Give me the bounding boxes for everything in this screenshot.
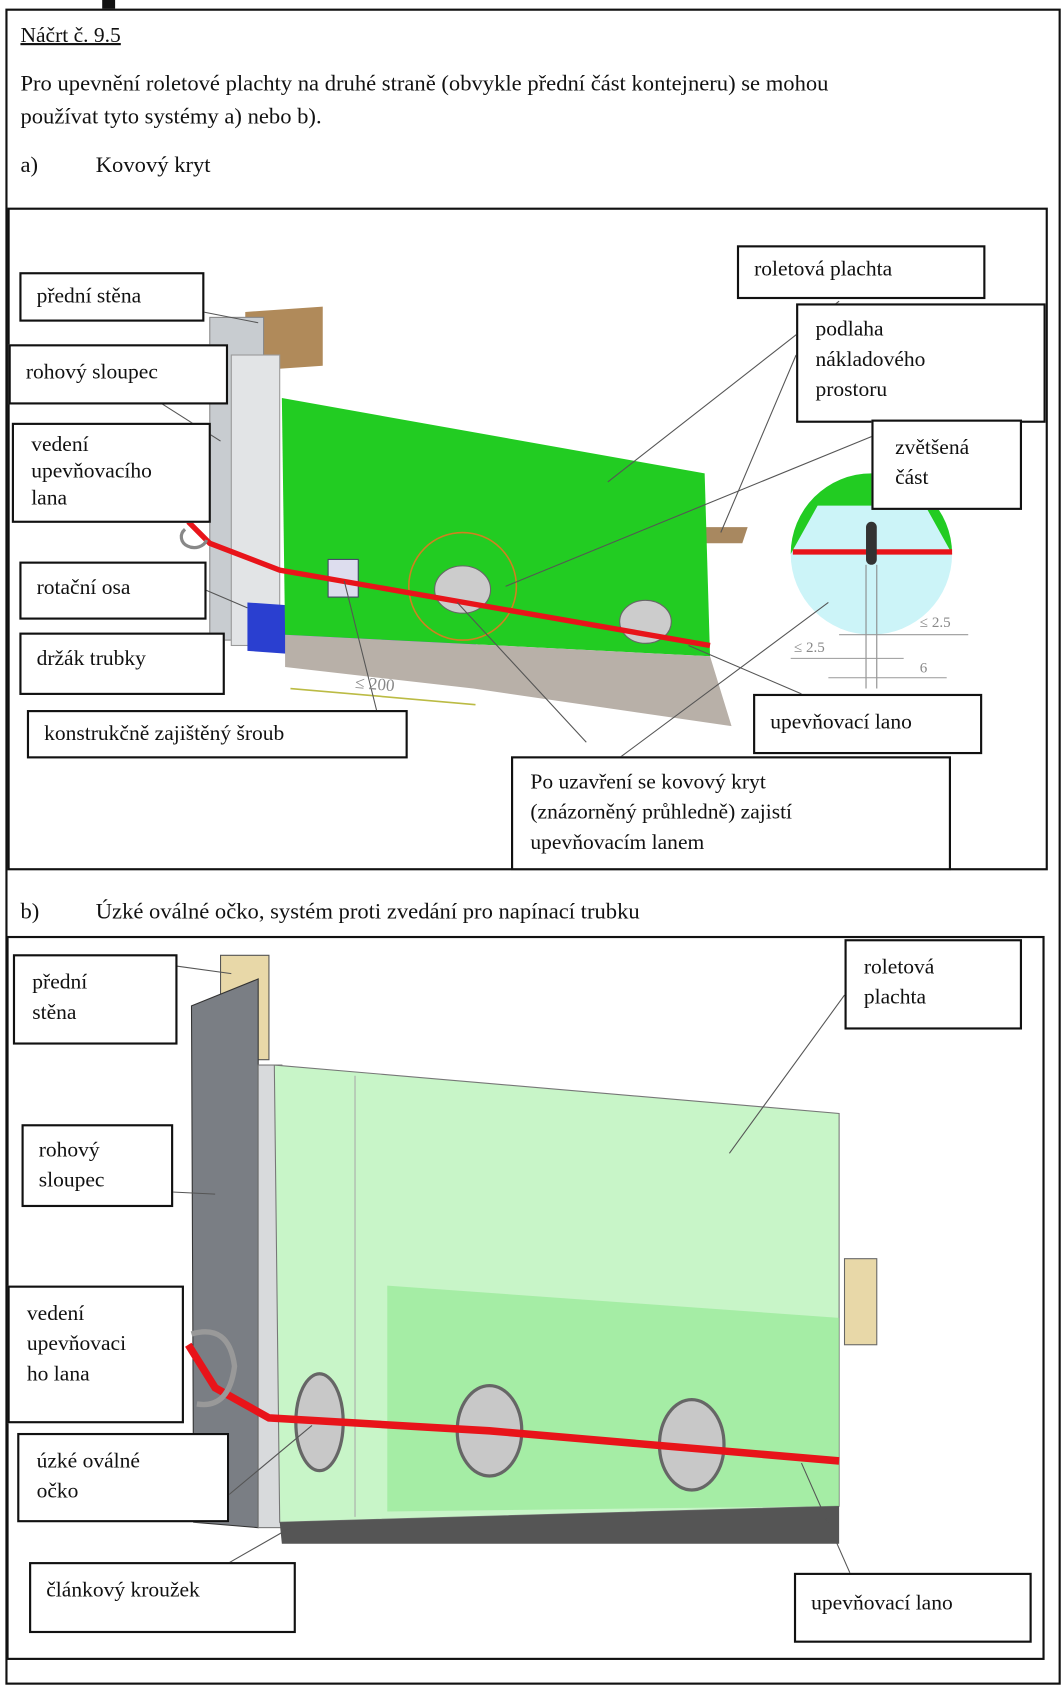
label-b-fixing-rope: upevňovací lano bbox=[793, 1572, 1032, 1643]
label-tube-holder: držák trubky bbox=[19, 632, 225, 695]
cut-off-glyph bbox=[102, 0, 116, 9]
label-rotation-axis: rotační osa bbox=[19, 561, 207, 620]
label-closing-note: Po uzavření se kovový kryt(znázorněný pr… bbox=[511, 756, 952, 871]
outer-frame bbox=[5, 8, 1061, 1685]
dimension-2: ≤ 2.5 bbox=[793, 640, 825, 657]
figure-a-drawing bbox=[161, 300, 969, 759]
figure-b-drawing bbox=[172, 954, 878, 1574]
intro-line-2: používat tyto systémy a) nebo b). bbox=[20, 103, 322, 130]
sketch-title: Náčrt č. 9.5 bbox=[20, 23, 121, 48]
section-a-marker: a) bbox=[20, 151, 39, 178]
label-fixing-rope: upevňovací lano bbox=[753, 693, 983, 755]
label-corner-post: rohový sloupec bbox=[8, 344, 229, 405]
section-b-marker: b) bbox=[20, 898, 40, 925]
label-secured-screw: konstrukčně zajištěný šroub bbox=[26, 710, 408, 759]
section-b-heading: Úzké oválné očko, systém proti zvedání p… bbox=[95, 898, 640, 925]
section-a-heading: Kovový kryt bbox=[95, 151, 211, 178]
label-b-link-ring: článkový kroužek bbox=[29, 1562, 296, 1634]
figure-b bbox=[6, 935, 1045, 1660]
label-roller-tarp: roletová plachta bbox=[736, 245, 986, 300]
dimension-spacing: ≤ 200 bbox=[354, 673, 396, 696]
dimension-3: 6 bbox=[919, 660, 928, 677]
label-front-wall: přední stěna bbox=[19, 272, 205, 322]
dimension-1: ≤ 2.5 bbox=[919, 615, 951, 632]
intro-line-1: Pro upevnění roletové plachty na druhé s… bbox=[20, 69, 829, 96]
